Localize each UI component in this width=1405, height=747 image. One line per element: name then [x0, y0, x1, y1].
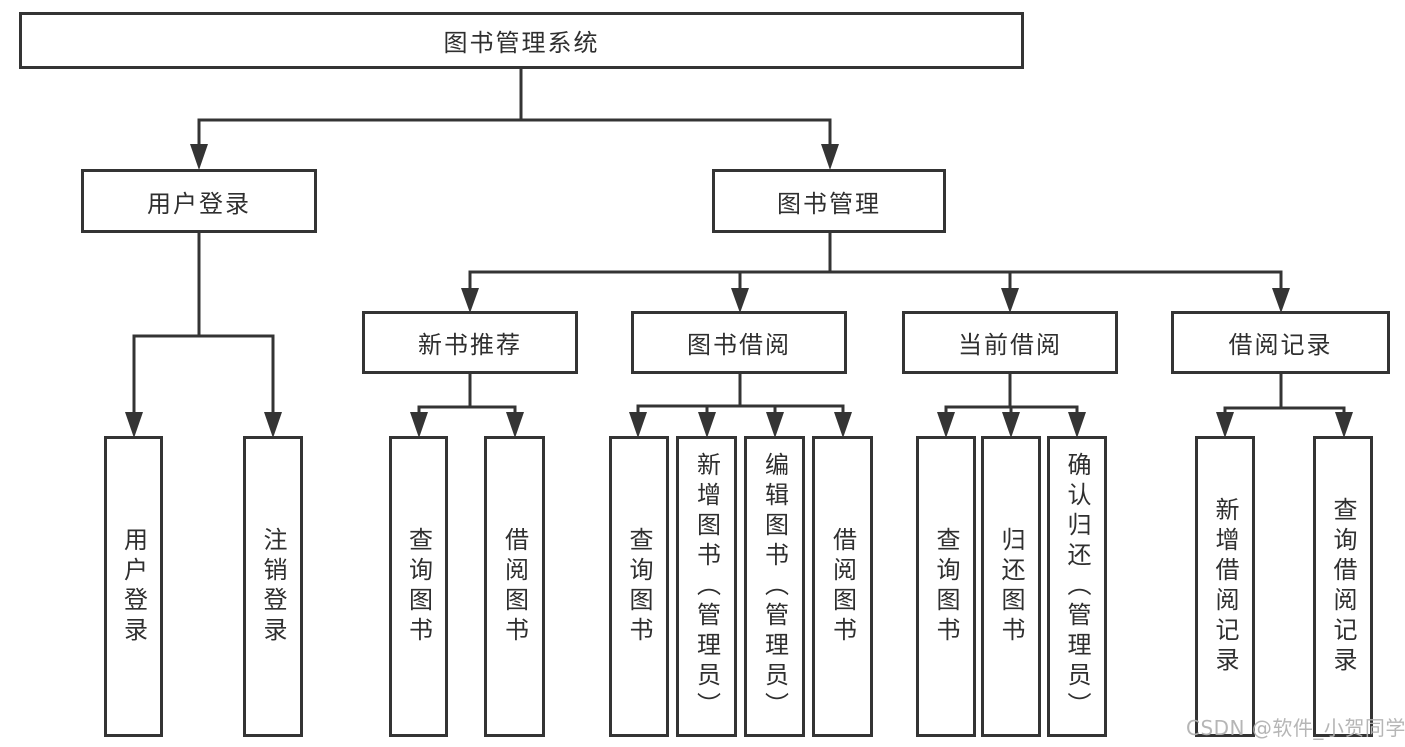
- leaf-return-books: 归还图书: [981, 436, 1041, 737]
- node-label: 当前借阅: [958, 331, 1062, 359]
- node-label: 图书借阅: [687, 331, 791, 359]
- leaf-add-books-admin: 新增图书（管理员）: [676, 436, 737, 737]
- leaf-add-borrow-record: 新增借阅记录: [1195, 436, 1255, 737]
- leaf-query-books-newbooks: 查询图书: [389, 436, 448, 737]
- leaf-borrow-books: 借阅图书: [812, 436, 873, 737]
- leaf-label: 查询借阅记录: [1329, 496, 1357, 677]
- node-label: 借阅记录: [1228, 331, 1333, 359]
- node-borrow-records: 借阅记录: [1171, 311, 1390, 374]
- leaf-edit-books-admin: 编辑图书（管理员）: [744, 436, 805, 737]
- node-label: 新书推荐: [418, 331, 522, 359]
- node-label: 图书管理系统: [443, 29, 600, 57]
- leaf-label: 确认归还（管理员）: [1063, 451, 1091, 722]
- node-label: 用户登录: [147, 189, 251, 218]
- leaf-logout: 注销登录: [243, 436, 303, 737]
- leaf-label: 查询图书: [625, 526, 653, 647]
- leaf-label: 借阅图书: [500, 526, 529, 647]
- leaf-label: 查询图书: [404, 526, 433, 647]
- leaf-label: 借阅图书: [828, 526, 857, 647]
- leaf-confirm-return-admin: 确认归还（管理员）: [1047, 436, 1107, 737]
- leaf-label: 新增借阅记录: [1211, 496, 1239, 677]
- leaf-label: 归还图书: [997, 526, 1025, 647]
- leaf-query-borrow-record: 查询借阅记录: [1313, 436, 1373, 737]
- leaf-label: 用户登录: [119, 526, 148, 647]
- leaf-borrow-books-newbooks: 借阅图书: [484, 436, 545, 737]
- node-user-login: 用户登录: [81, 169, 317, 233]
- node-book-borrow: 图书借阅: [631, 311, 847, 374]
- leaf-label: 查询图书: [932, 526, 960, 647]
- node-label: 图书管理: [777, 189, 881, 218]
- leaf-query-books-borrow: 查询图书: [609, 436, 669, 737]
- leaf-query-books-current: 查询图书: [916, 436, 976, 737]
- leaf-label: 新增图书（管理员）: [692, 451, 721, 722]
- leaf-user-login: 用户登录: [104, 436, 163, 737]
- node-current-borrow: 当前借阅: [902, 311, 1118, 374]
- node-library-management-system: 图书管理系统: [19, 12, 1024, 69]
- csdn-watermark: CSDN @软件_小贺同学: [1186, 716, 1405, 740]
- leaf-label: 注销登录: [259, 526, 287, 647]
- node-book-management: 图书管理: [712, 169, 946, 233]
- leaf-label: 编辑图书（管理员）: [760, 451, 789, 722]
- node-new-book-recommend: 新书推荐: [362, 311, 578, 374]
